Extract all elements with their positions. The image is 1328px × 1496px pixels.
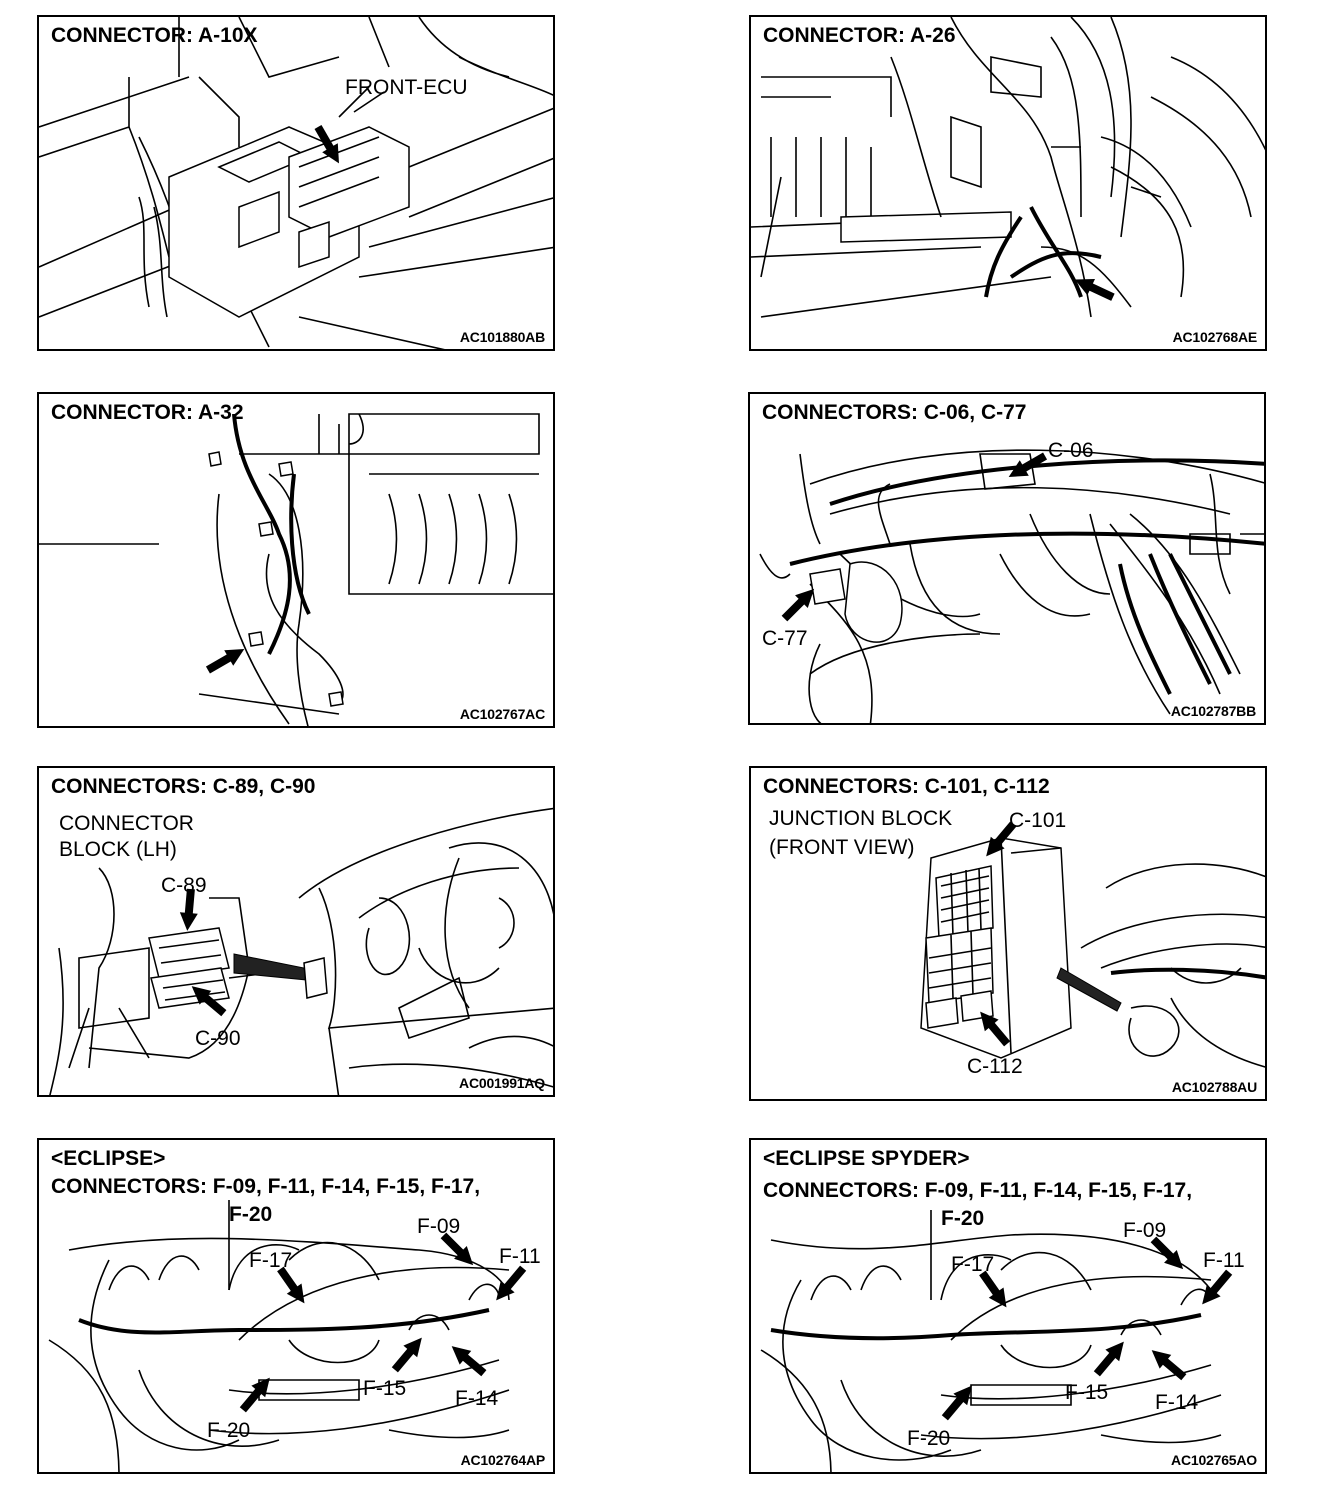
- panel-a26: CONNECTOR: A-26 AC102768AE: [749, 15, 1267, 351]
- figure-code: AC102767AC: [459, 706, 545, 722]
- label-f17: F-17: [951, 1253, 995, 1276]
- front-bumper-illustration: [48, 1200, 510, 1472]
- panel-title: CONNECTORS: C-06, C-77: [762, 401, 1027, 424]
- engine-bay-illustration: [39, 17, 553, 349]
- label-f20: F-20: [207, 1419, 251, 1442]
- label-f14: F-14: [455, 1387, 499, 1410]
- label-c101: C-101: [1009, 809, 1067, 832]
- figure-code: AC102787BB: [1170, 703, 1256, 719]
- figure-code: AC001991AQ: [459, 1075, 545, 1091]
- label-f20-title: F-20: [229, 1203, 273, 1226]
- panel-title: <ECLIPSE>: [51, 1147, 166, 1170]
- panel-c06-c77: CONNECTORS: C-06, C-77 C-06 C-77 AC10278…: [748, 392, 1266, 725]
- connector-block-illustration: [49, 807, 553, 1095]
- engine-bay-illustration: [39, 413, 553, 726]
- label-junction-block: JUNCTION BLOCK: [769, 807, 953, 830]
- label-f20-title: F-20: [941, 1207, 985, 1230]
- label-front-ecu: FRONT-ECU: [345, 76, 468, 99]
- panel-title-connectors: CONNECTORS: F-09, F-11, F-14, F-15, F-17…: [51, 1175, 481, 1198]
- panel-a32: CONNECTOR: A-32 AC102767AC: [37, 392, 555, 728]
- panel-title: CONNECTORS: C-89, C-90: [51, 775, 316, 798]
- junction-block-illustration: [920, 837, 1265, 1068]
- label-f15: F-15: [363, 1377, 407, 1400]
- panel-c101-c112: CONNECTORS: C-101, C-112 JUNCTION BLOCK …: [749, 766, 1267, 1101]
- label-f09: F-09: [1123, 1219, 1167, 1242]
- engine-bay-illustration: [751, 17, 1265, 318]
- label-f11: F-11: [1203, 1249, 1245, 1272]
- front-bumper-illustration: [760, 1210, 1222, 1472]
- label-f14: F-14: [1155, 1391, 1199, 1414]
- panel-eclipse-spyder: <ECLIPSE SPYDER> CONNECTORS: F-09, F-11,…: [749, 1138, 1267, 1474]
- label-front-view: (FRONT VIEW): [769, 836, 915, 859]
- panel-eclipse: <ECLIPSE> CONNECTORS: F-09, F-11, F-14, …: [37, 1138, 555, 1474]
- panel-title: CONNECTOR: A-10X: [51, 24, 258, 47]
- dashboard-harness-illustration: [759, 449, 1264, 723]
- label-f11: F-11: [499, 1245, 541, 1268]
- panel-title: <ECLIPSE SPYDER>: [763, 1147, 970, 1170]
- arrow-c89: [178, 888, 200, 933]
- label-c90: C-90: [195, 1027, 241, 1050]
- label-f20: F-20: [907, 1427, 951, 1450]
- figure-code: AC102765AO: [1171, 1452, 1257, 1468]
- panel-title: CONNECTORS: C-101, C-112: [763, 775, 1050, 798]
- figure-code: AC102788AU: [1171, 1079, 1257, 1095]
- panel-title: CONNECTOR: A-32: [51, 401, 244, 424]
- label-f15: F-15: [1065, 1381, 1109, 1404]
- label-f17: F-17: [249, 1249, 293, 1272]
- panel-title-connectors: CONNECTORS: F-09, F-11, F-14, F-15, F-17…: [763, 1179, 1193, 1202]
- label-c06: C-06: [1048, 439, 1094, 462]
- label-c77: C-77: [762, 627, 808, 650]
- panel-title: CONNECTOR: A-26: [763, 24, 956, 47]
- figure-code: AC101880AB: [459, 329, 545, 345]
- label-c112: C-112: [967, 1055, 1023, 1078]
- figure-code: AC102764AP: [460, 1452, 546, 1468]
- panel-a10x: CONNECTOR: A-10X FRONT-ECU AC101880AB: [37, 15, 555, 351]
- figure-code: AC102768AE: [1172, 329, 1258, 345]
- label-block-lh: BLOCK (LH): [59, 838, 177, 861]
- label-connector: CONNECTOR: [59, 812, 194, 835]
- label-c89: C-89: [161, 874, 207, 897]
- label-f09: F-09: [417, 1215, 461, 1238]
- panel-c89-c90: CONNECTORS: C-89, C-90 CONNECTOR BLOCK (…: [37, 766, 555, 1097]
